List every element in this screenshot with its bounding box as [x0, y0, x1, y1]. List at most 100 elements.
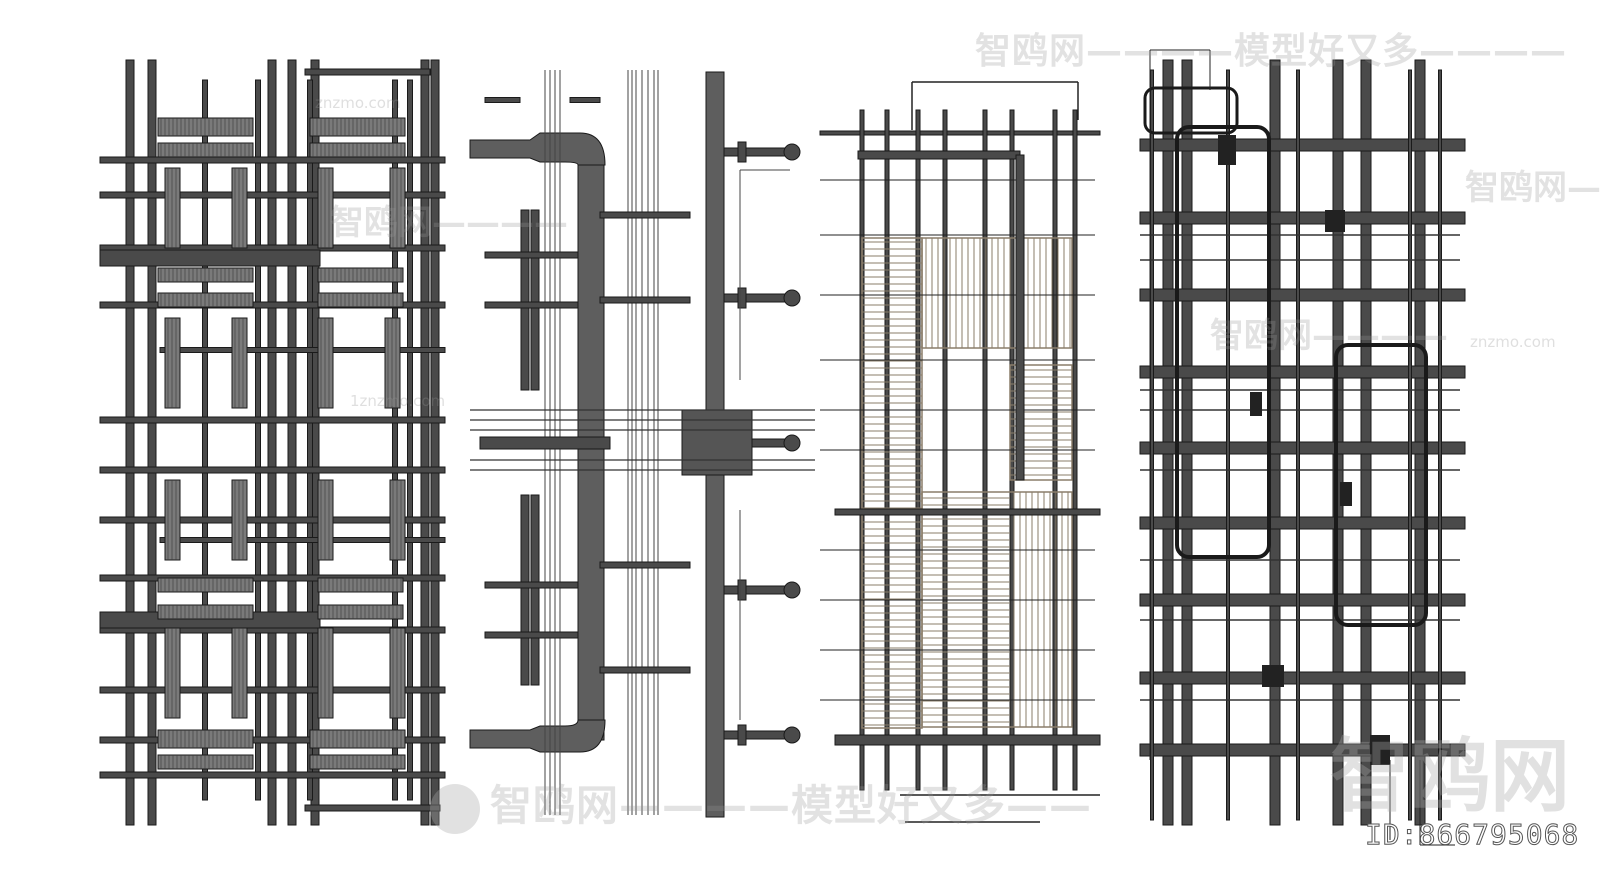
valve-icon [737, 724, 747, 746]
pipe-network-panel-1 [99, 59, 446, 826]
outlet-nozzle-icon [783, 143, 801, 161]
main-pipe [1139, 441, 1466, 455]
main-pipe [857, 150, 1021, 160]
outlet-branch [723, 293, 791, 303]
riser-pipe [147, 59, 157, 826]
grille-panel [164, 479, 181, 561]
riser-pipe [1015, 154, 1025, 481]
grille-panel [309, 117, 406, 137]
main-pipe [99, 736, 446, 744]
cross-pipe [834, 508, 1101, 516]
top-beam [819, 130, 1101, 136]
grille-panel [157, 142, 254, 158]
main-pipe [1139, 593, 1466, 607]
pipe-network-panel-2 [469, 70, 815, 818]
main-pipe [99, 686, 446, 694]
main-pipe [99, 416, 446, 424]
main-pipe [99, 191, 446, 199]
main-pipe [1139, 743, 1466, 757]
equipment-box [1250, 392, 1262, 416]
branch-pipe [407, 79, 413, 801]
cable-tray-right [1009, 364, 1073, 481]
grille-panel [164, 167, 181, 249]
side-riser [530, 209, 540, 391]
outlet-nozzle-icon [783, 434, 801, 452]
duct-elbow-bottom [469, 719, 606, 753]
left-branch [484, 631, 579, 639]
grille-panel [164, 627, 181, 719]
cable-tray-left [861, 237, 923, 729]
grille-panel [317, 479, 334, 561]
side-riser [520, 209, 530, 391]
grille-panel [157, 292, 254, 308]
secondary-pipe [159, 537, 446, 543]
main-pipe [1139, 516, 1466, 530]
branch-pipe [1408, 69, 1412, 821]
grille-panel [317, 267, 404, 283]
outlet-nozzle-icon [783, 581, 801, 599]
equipment-box [1370, 735, 1390, 765]
grille-panel [317, 577, 404, 593]
model-id-label: ID:866795068 [1364, 818, 1580, 852]
side-branch [599, 211, 691, 219]
grille-panel [231, 317, 248, 409]
grille-panel [157, 117, 254, 137]
grille-panel [317, 292, 404, 308]
grille-panel [389, 167, 406, 249]
grille-panel [157, 754, 254, 770]
bottom-beam [834, 734, 1101, 746]
main-pipe [1139, 365, 1466, 379]
outlet-branch [723, 730, 791, 740]
main-pipe [99, 574, 446, 582]
main-pipe [99, 771, 446, 779]
cross-pipe [479, 436, 611, 450]
equipment-box [1262, 665, 1284, 687]
valve-icon [737, 141, 747, 163]
bottom-pipe [304, 804, 441, 812]
large-duct [99, 249, 321, 267]
main-duct [577, 159, 605, 741]
riser-pipe [420, 59, 430, 826]
main-pipe [1139, 288, 1466, 302]
branch-pipe [392, 79, 398, 801]
pipe-loop [1143, 86, 1239, 135]
branch-pipe [1226, 69, 1230, 821]
watermark-logo-icon [430, 784, 480, 834]
equipment-box [1340, 482, 1352, 506]
junction-box [681, 409, 753, 476]
valve-icon [737, 579, 747, 601]
main-pipe [99, 516, 446, 524]
cable-tray-panel-3 [819, 81, 1101, 823]
main-pipe [1139, 211, 1466, 225]
riser-pipe [287, 59, 297, 826]
side-riser [530, 494, 540, 686]
main-pipe [1139, 138, 1466, 152]
watermark-small-3: znzmo.com [1470, 333, 1556, 351]
grille-panel [157, 604, 254, 620]
left-branch [484, 301, 579, 309]
grille-panel [389, 627, 406, 719]
main-pipe [99, 301, 446, 309]
branch-pipe [255, 79, 261, 801]
grille-panel [317, 604, 404, 620]
watermark-small-1: znzmo.com [315, 94, 401, 112]
grille-panel [309, 142, 406, 158]
cable-tray-top [921, 237, 1073, 349]
outlet-branch [723, 585, 791, 595]
grille-panel [389, 479, 406, 561]
outlet-nozzle-icon [783, 289, 801, 307]
outlet-branch [723, 147, 791, 157]
left-branch [484, 251, 579, 259]
pipe-network-panel-4 [1139, 49, 1466, 846]
pipe-loop [1175, 125, 1271, 559]
grille-panel [317, 167, 334, 249]
grille-panel [231, 479, 248, 561]
grille-panel [231, 627, 248, 719]
grille-panel [309, 729, 406, 749]
equipment-box [1218, 135, 1236, 165]
side-branch [599, 561, 691, 569]
left-branch [484, 581, 579, 589]
side-branch [599, 666, 691, 674]
branch-pipe [307, 79, 313, 801]
